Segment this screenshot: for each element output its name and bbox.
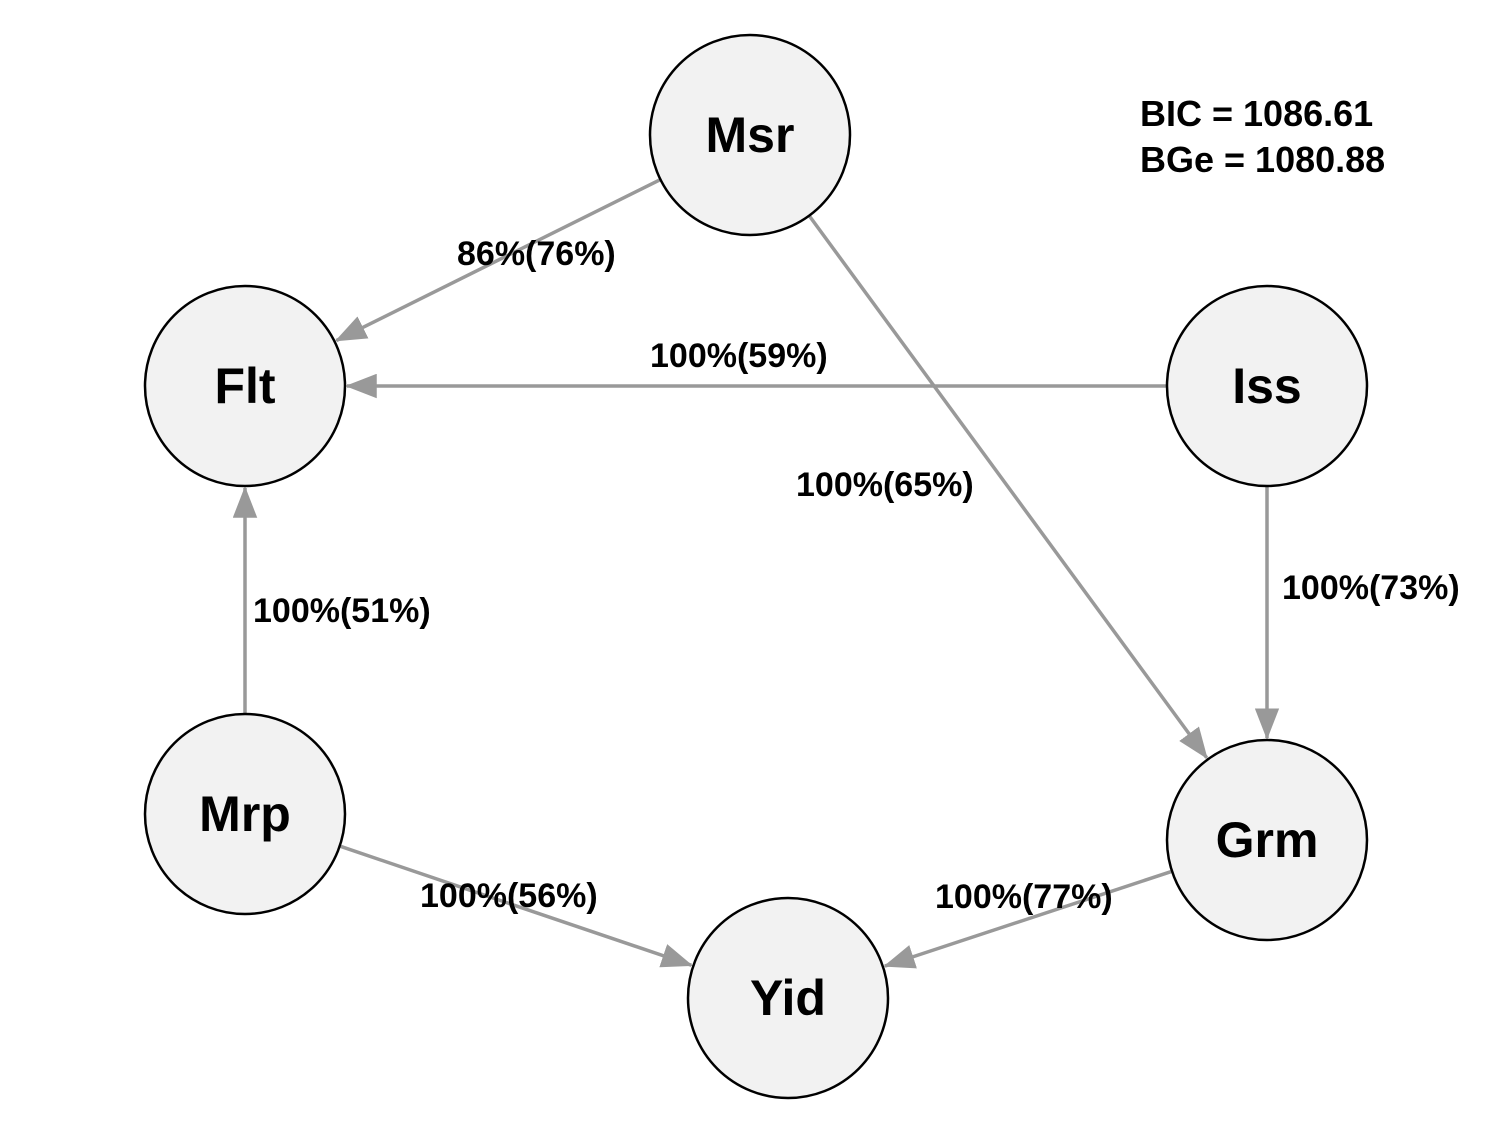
node-circle [143,284,347,488]
edge-label-iss-to-grm: 100%(73%) [1282,569,1460,607]
edge-arrow [339,844,694,968]
edge-arrow [807,214,1209,760]
bic-score: BIC = 1086.61 [1140,93,1374,134]
node-circle [143,712,347,916]
edge-msr-to-flt [334,177,662,343]
node-yid: Yid [686,896,890,1100]
edge-label-msr-to-grm: 100%(65%) [796,466,974,504]
node-msr: Msr [648,33,852,237]
edge-label-grm-to-yid: 100%(77%) [935,878,1113,916]
node-flt: Flt [143,284,347,488]
node-grm: Grm [1165,738,1369,942]
node-label: Iss [1232,358,1302,414]
node-label: Yid [750,970,826,1026]
edge-msr-to-grm [807,214,1209,760]
edge-arrow [334,177,662,343]
node-circle [1165,284,1369,488]
node-circle [1165,738,1369,942]
node-label: Grm [1216,812,1319,868]
edge-label-mrp-to-yid: 100%(56%) [420,877,598,915]
edge-arrow [883,869,1173,969]
node-circle [686,896,890,1100]
node-mrp: Mrp [143,712,347,916]
edge-label-msr-to-flt: 86%(76%) [457,235,616,273]
node-circle [648,33,852,237]
edge-mrp-to-yid [339,844,694,968]
edge-grm-to-yid [883,869,1173,969]
node-label: Mrp [199,786,291,842]
edges-layer [232,177,1280,969]
edge-labels-layer: 86%(76%) 100%(59%) 100%(65%) 100%(51%) 100%(… [253,235,1460,916]
edge-label-mrp-to-flt: 100%(51%) [253,592,431,630]
node-label: Msr [706,107,795,163]
edge-label-iss-to-flt: 100%(59%) [650,337,828,375]
node-label: Flt [214,358,275,414]
bge-score: BGe = 1080.88 [1140,139,1386,180]
node-iss: Iss [1165,284,1369,488]
